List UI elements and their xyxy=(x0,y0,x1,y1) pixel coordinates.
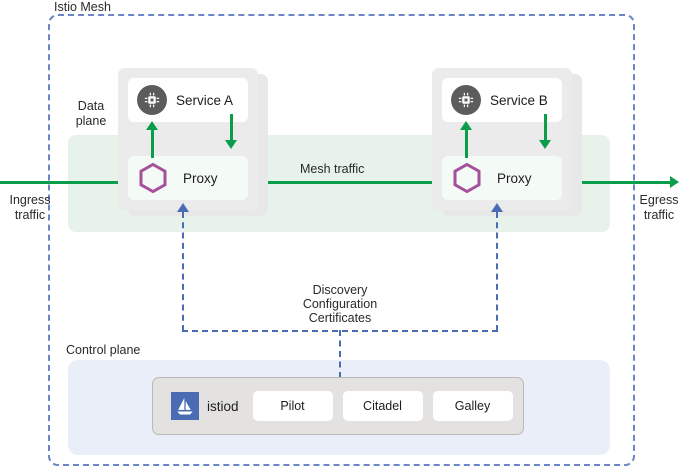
hexagon-icon xyxy=(451,162,483,194)
proxy-b-to-service-b-arrow-head xyxy=(460,121,472,130)
connector-label-line3: Certificates xyxy=(308,311,372,325)
data-plane-label-line2: plane xyxy=(75,114,107,128)
service-a-label: Service A xyxy=(176,92,234,108)
service-a-to-proxy-a-line xyxy=(230,114,233,142)
service-b-label: Service B xyxy=(490,92,548,108)
hexagon-icon xyxy=(137,162,169,194)
control-plane-label: Control plane xyxy=(66,343,141,357)
istiod-component-pilot[interactable]: Pilot xyxy=(252,391,333,421)
pod-service-b: Service B Proxy xyxy=(432,68,582,216)
control-plane-connector-stem xyxy=(339,330,341,378)
connector-label-line2: Configuration xyxy=(302,297,378,311)
service-b-to-proxy-b-line xyxy=(544,114,547,142)
istiod-to-proxy-a-line xyxy=(182,212,184,331)
service-b-to-proxy-b-arrow-head xyxy=(539,140,551,149)
egress-traffic-arrow-line xyxy=(560,181,672,184)
istio-mesh-title: Istio Mesh xyxy=(50,0,115,14)
istiod-to-proxy-b-line xyxy=(496,212,498,331)
service-b-card[interactable]: Service B xyxy=(442,78,562,122)
istiod-label: istiod xyxy=(207,398,239,414)
istiod-to-proxy-a-arrow-head xyxy=(177,203,189,212)
connector-label-line1: Discovery xyxy=(312,283,368,297)
proxy-a-to-service-a-arrow-head xyxy=(146,121,158,130)
proxy-b-label: Proxy xyxy=(497,170,532,186)
istiod-component-galley[interactable]: Galley xyxy=(432,391,513,421)
service-a-to-proxy-a-arrow-head xyxy=(225,140,237,149)
ingress-traffic-arrow-line xyxy=(0,181,124,184)
data-plane-label-line1: Data xyxy=(77,99,105,113)
proxy-a-label: Proxy xyxy=(183,170,218,186)
service-a-card[interactable]: Service A xyxy=(128,78,248,122)
istiod-to-proxy-b-arrow-head xyxy=(491,203,503,212)
istiod-component-citadel[interactable]: Citadel xyxy=(342,391,423,421)
proxy-b-to-service-b-line xyxy=(465,130,468,158)
ingress-traffic-label: Ingress traffic xyxy=(4,193,56,223)
sailboat-icon xyxy=(171,392,199,420)
control-plane-connector-label: Discovery Configuration Certificates xyxy=(280,283,400,325)
chip-icon xyxy=(137,85,167,115)
chip-icon xyxy=(451,85,481,115)
proxy-a-card[interactable]: Proxy xyxy=(128,156,248,200)
egress-label-line1: Egress xyxy=(639,193,679,207)
egress-traffic-label: Egress traffic xyxy=(638,193,680,223)
proxy-b-card[interactable]: Proxy xyxy=(442,156,562,200)
egress-label-line2: traffic xyxy=(643,208,675,222)
istiod-box[interactable]: istiod Pilot Citadel Galley xyxy=(152,377,524,435)
mesh-traffic-label: Mesh traffic xyxy=(300,162,365,176)
egress-traffic-arrow-head xyxy=(670,176,679,188)
istio-mesh-boundary xyxy=(48,14,635,466)
data-plane-label: Data plane xyxy=(66,99,116,129)
proxy-a-to-service-a-line xyxy=(151,130,154,158)
pod-service-a: Service A Proxy xyxy=(118,68,268,216)
ingress-label-line2: traffic xyxy=(14,208,46,222)
ingress-label-line1: Ingress xyxy=(9,193,51,207)
mesh-traffic-arrow-line xyxy=(246,181,443,184)
